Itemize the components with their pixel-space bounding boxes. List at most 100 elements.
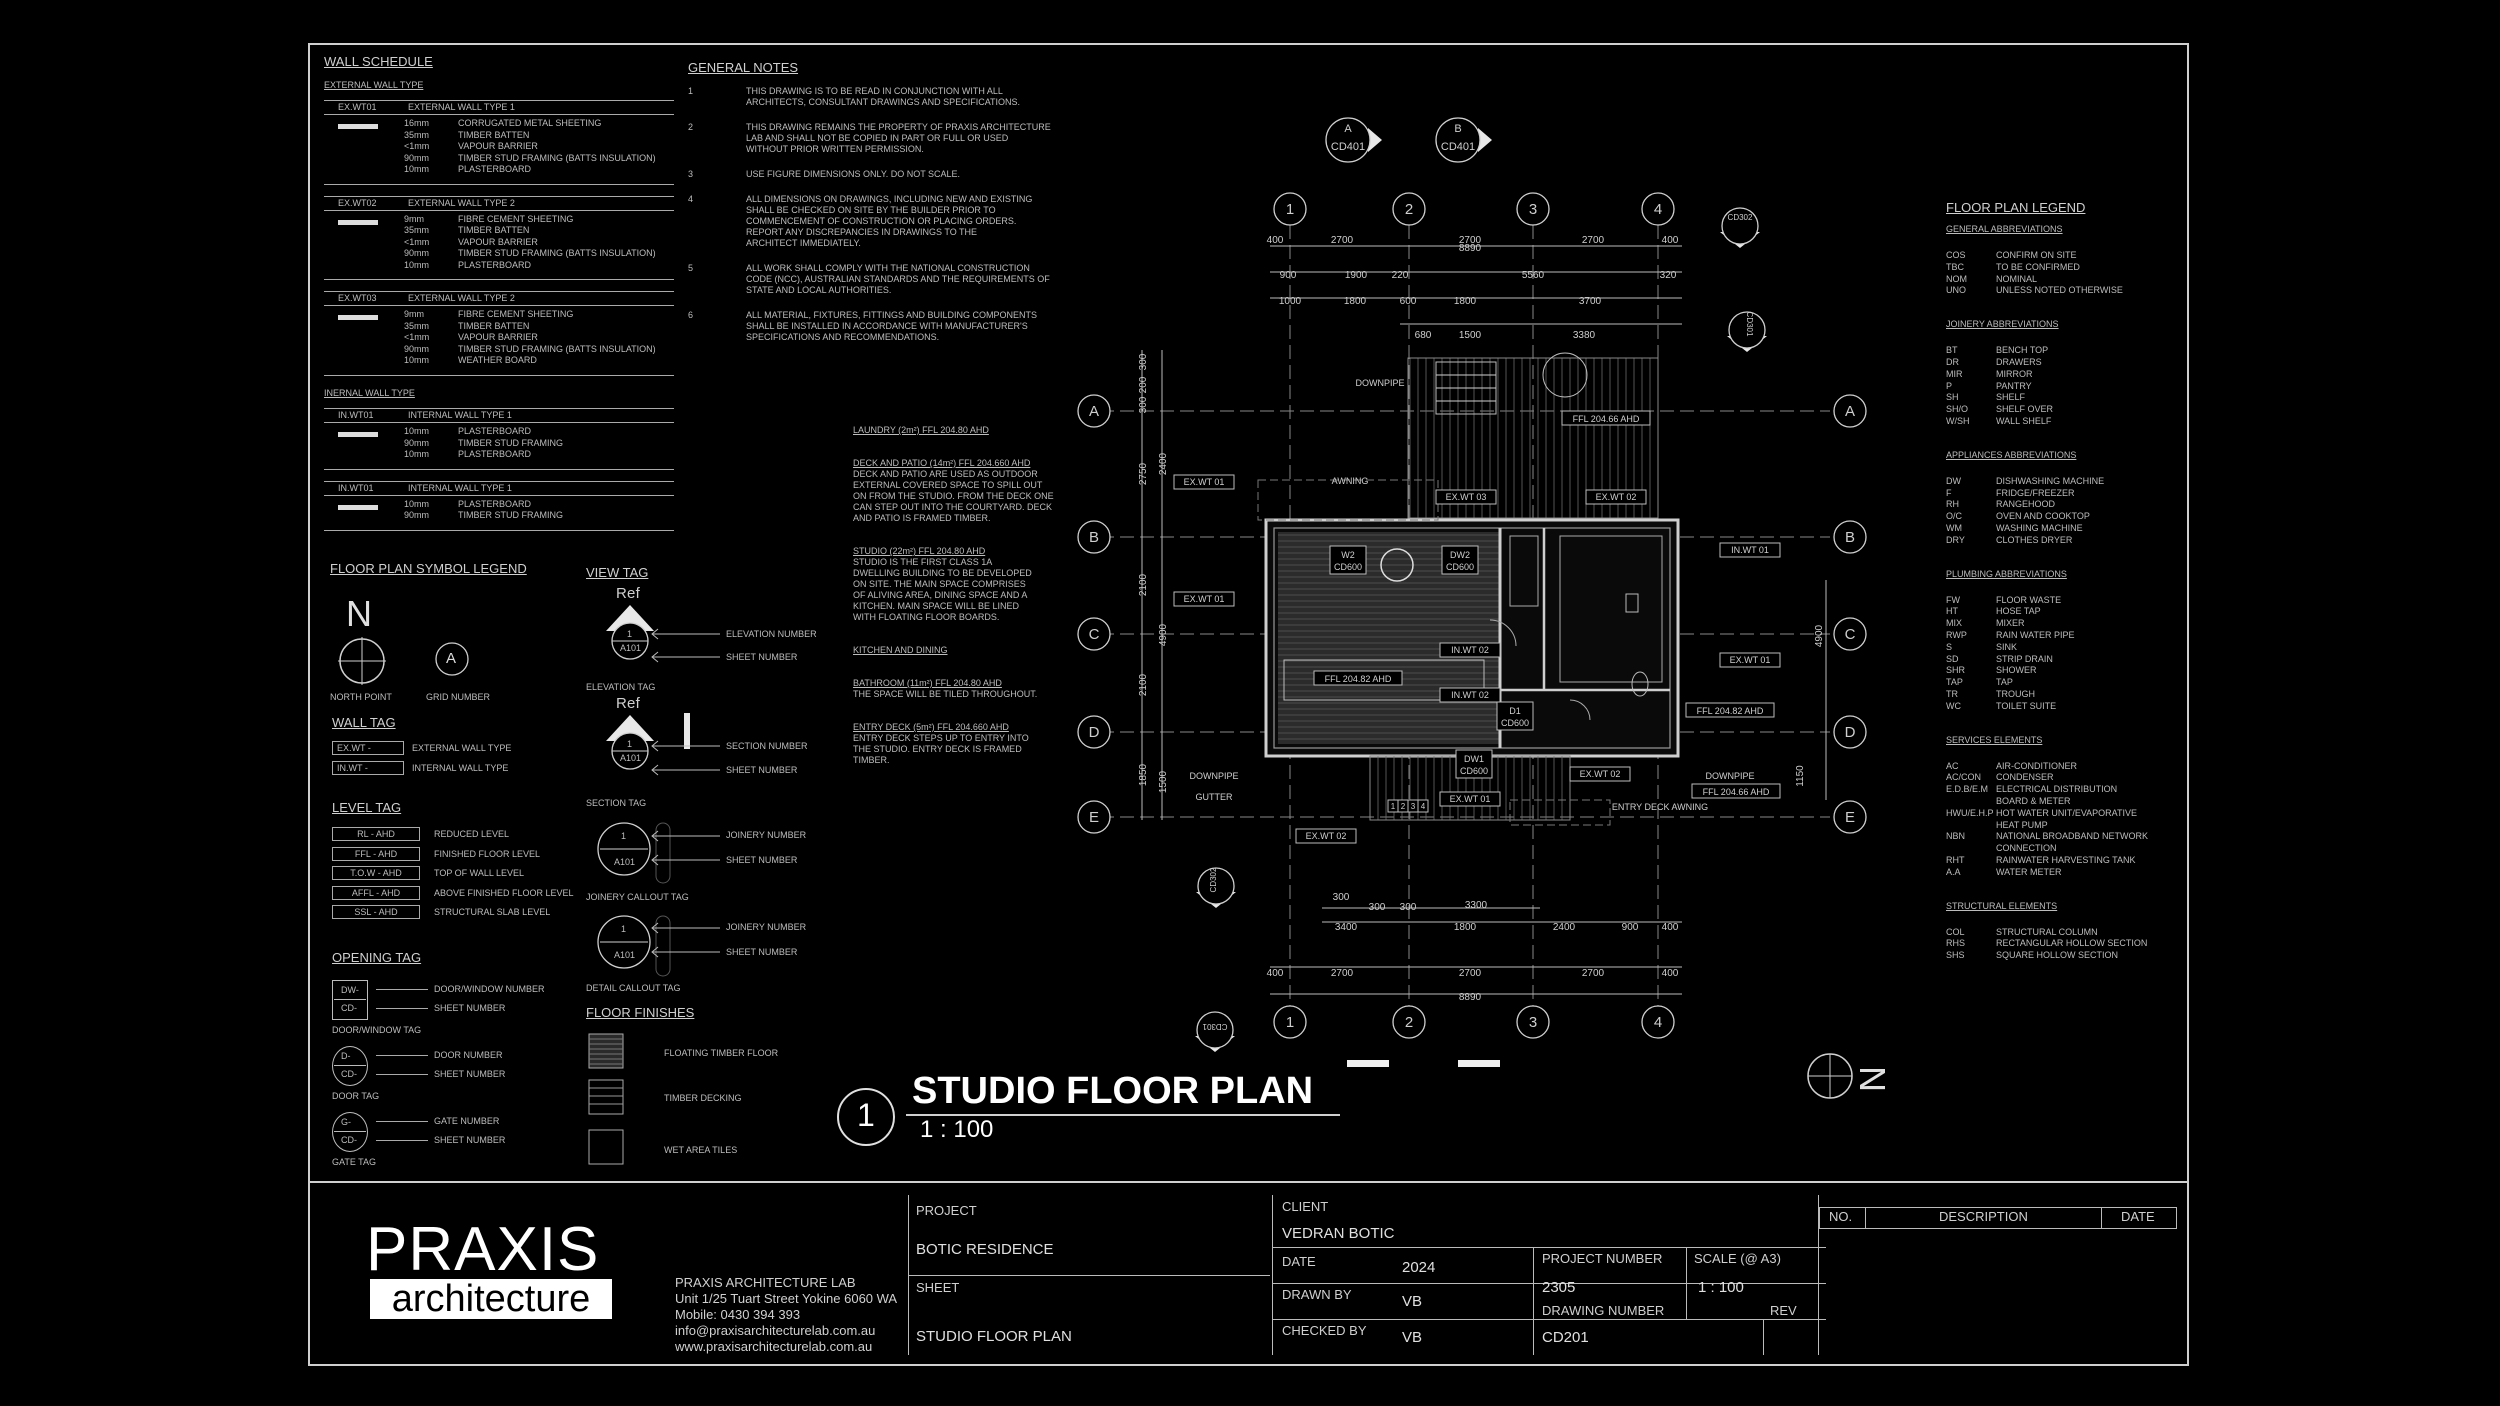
legend-abbr: WM: [1946, 523, 1962, 533]
legend-meaning: HOSE TAP: [1996, 606, 2041, 617]
gutter-label: GUTTER: [1196, 792, 1233, 802]
level-tag: FFL 204.82 AHD: [1697, 706, 1764, 716]
project-number-value: 2305: [1542, 1279, 1576, 1296]
step-box: [1417, 799, 1429, 813]
dim-top-2: 1900: [1345, 270, 1368, 281]
opening-tag-top: G-: [341, 1117, 351, 1127]
note-line: ALL DIMENSIONS ON DRAWINGS, INCLUDING NE…: [746, 194, 1033, 204]
scale-value: 1 : 100: [1698, 1279, 1744, 1296]
note-line: ARCHITECTS, CONSULTANT DRAWINGS AND SPEC…: [746, 97, 1021, 107]
dim-bot-total: 8890: [1459, 992, 1482, 1003]
drawing-number: 1: [857, 1097, 875, 1133]
legend-meaning: NATIONAL BROADBAND NETWORK: [1996, 831, 2149, 842]
legend-abbr: NOM: [1946, 273, 1967, 284]
rev-col-description: DESCRIPTION: [1939, 1209, 2028, 1224]
wall-type-bottom: [324, 468, 674, 470]
external-wall-heading: EXTERNAL WALL TYPE: [324, 80, 424, 90]
north-point-label: NORTH POINT: [330, 692, 392, 702]
downpipe-label: DOWNPIPE: [1189, 771, 1238, 781]
dim-top-2: 320: [1660, 270, 1677, 281]
tb-hline-1: [908, 1275, 1270, 1276]
grid-letter-right: B: [1845, 529, 1855, 546]
legend-meaning: OVEN AND COOKTOP: [1996, 511, 2090, 522]
plan-note-line: ON SITE. THE MAIN SPACE COMPRISES: [853, 579, 1026, 589]
window-tag-box: [1329, 545, 1367, 575]
legend-abbr: WC: [1946, 700, 1961, 711]
opening-tag-l1: GATE NUMBER: [434, 1116, 500, 1126]
layer-material: TIMBER BATTEN: [458, 320, 530, 331]
wall-tag-box: [1439, 642, 1501, 658]
dim-top-1: 2700: [1459, 235, 1482, 246]
note-line: THIS DRAWING REMAINS THE PROPERTY OF PRA…: [746, 122, 1051, 132]
section-tag-icon: [606, 713, 690, 770]
legend-meaning: HEAT PUMP: [1996, 819, 2048, 830]
legend-abbr: RHT: [1946, 855, 1965, 865]
window-number: W2: [1341, 550, 1355, 560]
downpipe-label: DOWNPIPE: [1355, 378, 1404, 388]
drawing-number-value: CD201: [1542, 1329, 1589, 1346]
section-tag-circle: [1196, 1011, 1234, 1049]
level-tag-label: REDUCED LEVEL: [434, 829, 510, 839]
dim-left: 200: [1138, 376, 1149, 393]
level-tag-box: SSL - AHD: [332, 905, 420, 919]
elevation-tag-icon: [606, 605, 654, 660]
level-tag-box: [1685, 702, 1775, 718]
step-number: 1: [1391, 802, 1396, 811]
section-number-label: SECTION NUMBER: [726, 741, 808, 751]
grid-number-bottom: 1: [1286, 1014, 1294, 1031]
layer-material: TIMBER STUD FRAMING (BATTS INSULATION): [458, 152, 656, 163]
level-tag-box: RL - AHD: [332, 827, 420, 841]
grid-bubble-left: [1077, 715, 1111, 749]
grid-letter-left: A: [1089, 403, 1099, 420]
firm-email: info@praxisarchitecturelab.com.au: [675, 1323, 876, 1338]
window-tag-box: [1496, 701, 1534, 731]
drawing-number-circle: [837, 1088, 895, 1146]
drawn-by-value: VB: [1402, 1293, 1423, 1310]
legend-abbr: TR: [1946, 689, 1958, 699]
rev-col-div-2: [2101, 1207, 2102, 1229]
legend-meaning: PANTRY: [1996, 380, 2032, 391]
level-tag-box: [1313, 670, 1403, 686]
layer-thickness: 35mm: [404, 320, 430, 331]
level-tag-box: T.O.W - AHD: [332, 866, 420, 880]
rev-col-div-1: [1865, 1207, 1866, 1229]
legend-meaning: SHELF OVER: [1996, 404, 2054, 415]
note-line: SPECIFICATIONS AND RECOMMENDATIONS.: [746, 332, 940, 342]
dim-top-total: 8890: [1459, 243, 1482, 254]
wall-tag: IN.WT 02: [1451, 645, 1489, 655]
wall-tag-box: [1435, 489, 1497, 505]
section-tag-circle: [1197, 867, 1235, 905]
opening-tag-l2: SHEET NUMBER: [434, 1069, 506, 1079]
opening-tag-arrow: [376, 1074, 428, 1075]
level-tag-label: STRUCTURAL SLAB LEVEL: [434, 907, 551, 917]
entry-awning-label: ENTRY DECK AWNING: [1612, 802, 1708, 812]
layer-thickness: 10mm: [404, 164, 430, 174]
wall-tag-box: [1173, 591, 1235, 607]
dim-left: 2750: [1138, 462, 1149, 485]
dim-bot-2: 900: [1622, 922, 1639, 933]
opening-tag-bottom: CD-: [341, 1069, 357, 1079]
grid-bubble-top: [1273, 192, 1307, 226]
drawing-number-label: DRAWING NUMBER: [1542, 1303, 1665, 1318]
sheet-label: SHEET: [916, 1280, 960, 1295]
wall-tag: EX.WT 02: [1596, 492, 1637, 502]
wall-type-swatch: [338, 219, 378, 225]
layer-thickness: 9mm: [404, 309, 424, 319]
grid-number-bottom: 4: [1654, 1014, 1662, 1031]
plan-note-heading: ENTRY DECK (5m²) FFL 204.660 AHD: [853, 722, 1009, 732]
legend-abbr: TAP: [1946, 677, 1963, 688]
layer-material: PLASTERBOARD: [458, 164, 532, 174]
legend-abbr: AC: [1946, 760, 1959, 771]
note-line: COMMENCEMENT OF CONSTRUCTION OR PLACING …: [746, 216, 1017, 226]
dim-top-1: 400: [1662, 235, 1679, 246]
elev-num: 1: [627, 629, 633, 639]
legend-abbr: UNO: [1946, 285, 1966, 296]
note-line: SHALL BE CHECKED ON SITE BY THE BUILDER …: [746, 205, 996, 215]
section-tag-circle: [1728, 311, 1766, 349]
legend-meaning: TROUGH: [1996, 689, 2035, 699]
legend-abbr: HT: [1946, 606, 1958, 617]
legend-section-heading: SERVICES ELEMENTS: [1946, 734, 2043, 745]
level-tag: FFL 204.66 AHD: [1573, 414, 1640, 424]
